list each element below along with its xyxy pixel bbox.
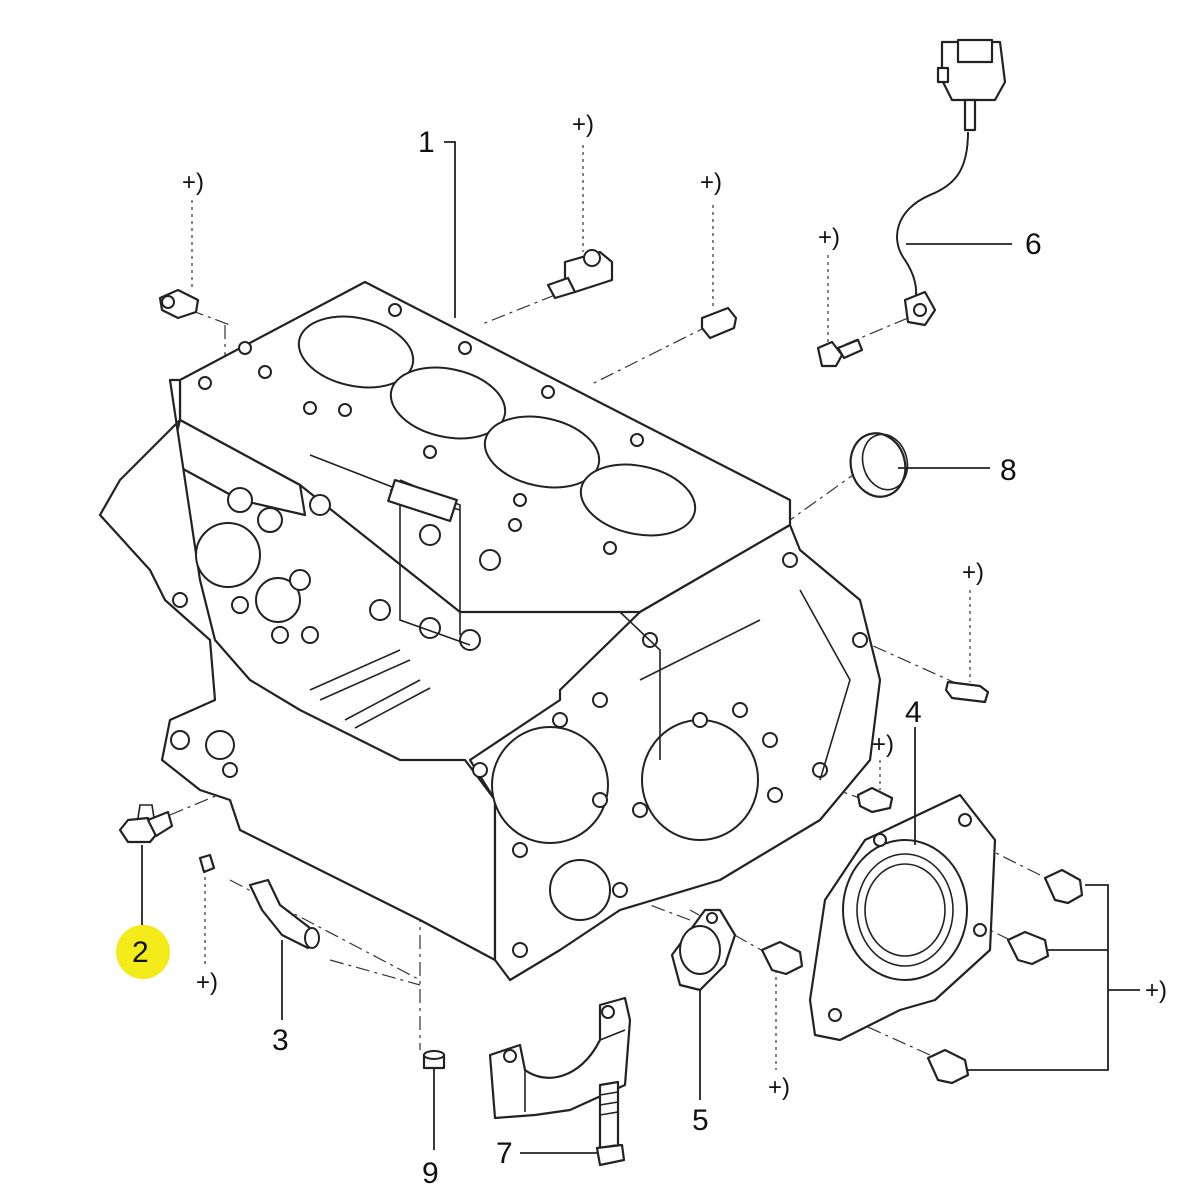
part-7-bearing-cap [488,996,632,1167]
part-4-seal-carrier [808,793,997,1042]
part-8-core-plug [849,432,909,498]
callout-2: 2 [132,936,149,969]
plus-note-dowel-right: +) [962,559,984,586]
engine-block [98,280,882,982]
callout-4: 4 [905,696,922,729]
fasteners [158,249,1084,1085]
plus-note-dowel-top: +) [700,169,722,196]
part-5-flange [670,908,737,992]
callout-7: 7 [496,1137,513,1170]
callout-8: 8 [1000,454,1017,487]
plus-note-carrier-bolts: +) [1145,977,1167,1004]
part-2-oil-pressure-switch [118,804,174,844]
plus-note-flange-bolt: +) [768,1074,790,1101]
plus-note-bolt-left: +) [182,169,204,196]
callout-3: 3 [272,1024,289,1057]
plus-note-sensor-bolt: +) [818,224,840,251]
callout-9: 9 [422,1157,439,1190]
callout-6: 6 [1025,228,1042,261]
callout-1: 1 [418,126,435,159]
callout-2-highlight [116,925,170,979]
leader-lines [141,141,1140,1154]
part-9-bushing [422,1050,446,1070]
part-3-oil-pipe [198,853,320,950]
callout-5: 5 [692,1104,709,1137]
side-boss-cluster [170,487,501,778]
plus-note-plug-top: +) [572,111,594,138]
plus-note-bolt-right: +) [872,731,894,758]
part-6-knock-sensor [896,38,1007,327]
plus-note-pipe-bolt: +) [196,969,218,996]
callout-labels: 1 2 3 4 5 6 7 8 9 [132,126,1042,1190]
plus-notes: +) +) +) +) +) +) +) +) +) [182,111,1167,1101]
